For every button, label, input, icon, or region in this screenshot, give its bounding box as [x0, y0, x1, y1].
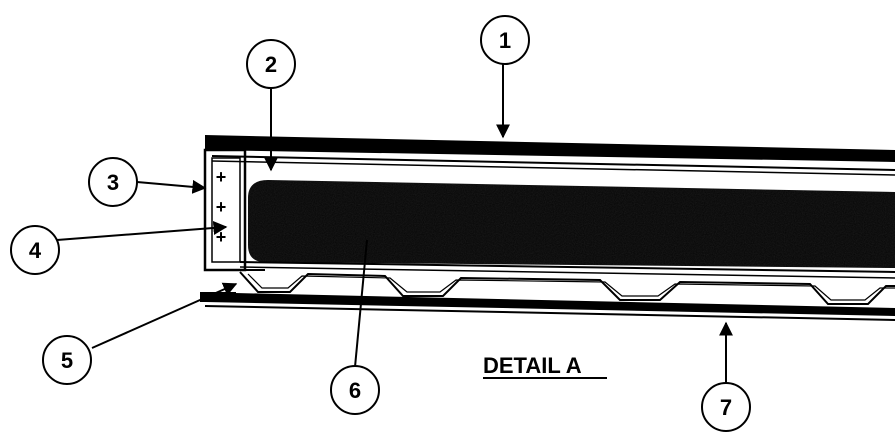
spacer-mark: + [216, 167, 227, 187]
dark-core-texture [248, 180, 895, 268]
callout-4: 4 [10, 225, 60, 275]
callout-7: 7 [701, 382, 751, 432]
spacer-mark: + [216, 197, 227, 217]
callout-5: 5 [42, 335, 92, 385]
bottom-pane [205, 293, 895, 316]
edge-frame-inner [211, 157, 241, 263]
corrugated-support [239, 271, 895, 305]
leader-4 [56, 220, 228, 241]
leader-6 [354, 239, 368, 368]
bottom-pane-line [204, 305, 895, 321]
callout-1-label: 1 [499, 28, 511, 53]
top-pane [205, 135, 895, 162]
core-enclosure-line-2 [239, 266, 895, 279]
top-pane-inner-line-2 [211, 160, 895, 176]
top-pane-inner-line [211, 155, 895, 171]
leader-3 [136, 179, 207, 194]
callout-6-label: 6 [349, 378, 361, 403]
core-enclosure-line [239, 261, 895, 273]
callout-4-label: 4 [29, 238, 42, 263]
callout-2-label: 2 [265, 52, 277, 77]
callout-6: 6 [330, 365, 380, 415]
detail-title: DETAIL A [483, 353, 582, 378]
leader-5 [91, 282, 238, 349]
callout-1: 1 [480, 15, 530, 65]
callout-3: 3 [88, 157, 138, 207]
corrugated-support-inner [247, 273, 895, 301]
callout-3-label: 3 [107, 170, 119, 195]
callout-5-label: 5 [61, 348, 73, 373]
edge-seal [200, 292, 236, 302]
spacer-mark: + [216, 227, 227, 247]
callout-7-label: 7 [720, 395, 732, 420]
callout-2: 2 [246, 39, 296, 89]
